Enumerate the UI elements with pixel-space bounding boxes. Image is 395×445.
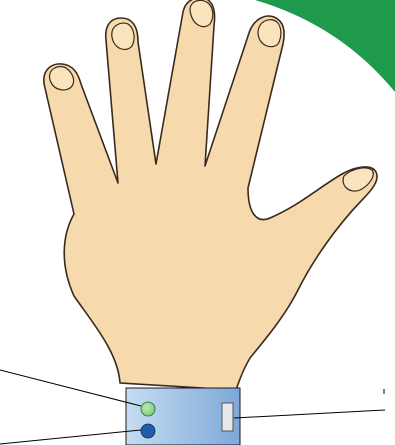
green-led-icon [141,402,155,416]
sensor-window-icon [222,403,233,431]
callout-sensor [234,410,385,418]
hand-outline [44,0,377,390]
blue-led-icon [141,424,155,438]
nail-index [258,20,281,47]
callout-blue-led [0,430,141,444]
hand-illustration [44,0,377,390]
wristband [126,388,240,445]
nail-ring [112,23,134,49]
